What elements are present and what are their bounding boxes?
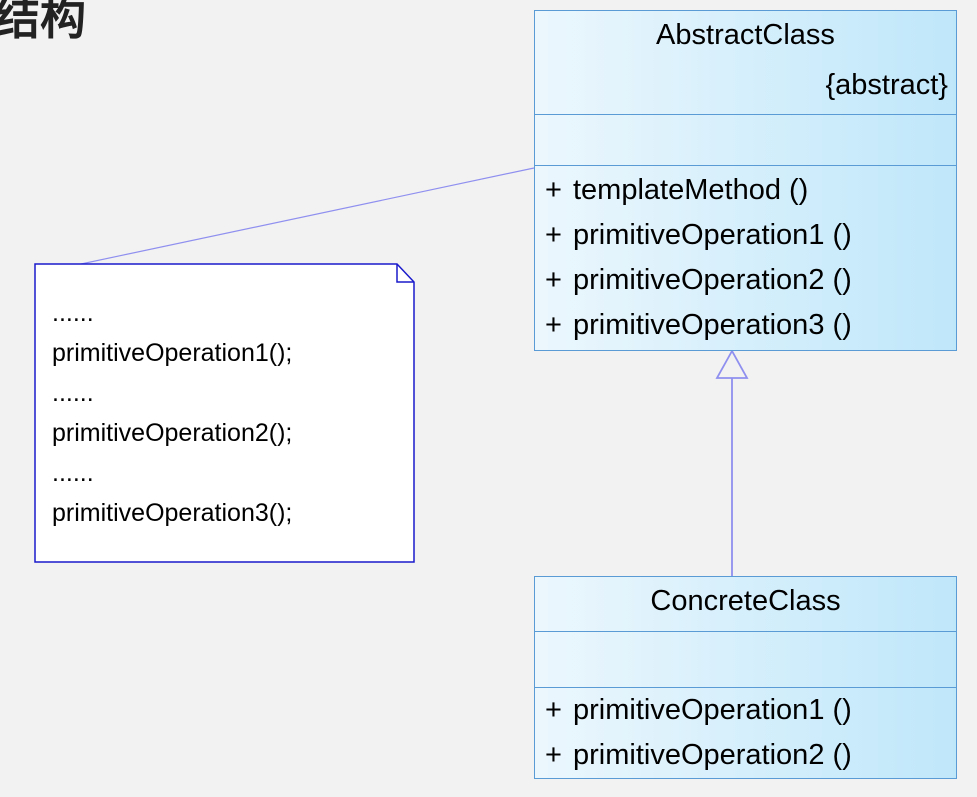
visibility-marker: + [545, 174, 562, 206]
note-line: ...... [52, 299, 94, 327]
note-anchor-line [47, 167, 535, 272]
abstract-class-name-compartment: AbstractClass {abstract} [535, 11, 956, 114]
operation-signature: primitiveOperation3 () [573, 309, 852, 341]
concrete-class-name: ConcreteClass [650, 585, 841, 617]
concrete-class-operations-compartment: + primitiveOperation1 () + primitiveOperat… [535, 687, 956, 778]
visibility-marker: + [545, 739, 562, 771]
abstract-class-name: AbstractClass [656, 19, 835, 51]
note-line: primitiveOperation2(); [52, 419, 293, 447]
visibility-marker: + [545, 694, 562, 726]
operation-row: + primitiveOperation3 () [535, 303, 956, 348]
visibility-marker: + [545, 264, 562, 296]
operation-signature: primitiveOperation2 () [573, 739, 852, 771]
operation-signature: primitiveOperation2 () [573, 264, 852, 296]
operation-signature: templateMethod () [573, 174, 809, 206]
diagram-heading: 结构 [0, 0, 86, 45]
concrete-class-attributes-compartment [535, 631, 956, 687]
concrete-class-box[interactable]: ConcreteClass + primitiveOperation1 () + p… [534, 576, 957, 779]
operation-row: + primitiveOperation1 () [535, 213, 956, 258]
abstract-class-box[interactable]: AbstractClass {abstract} + templateMethod… [534, 10, 957, 351]
abstract-class-operations-compartment: + templateMethod () + primitiveOperation1 … [535, 165, 956, 348]
abstract-class-attributes-compartment [535, 114, 956, 165]
note-line: primitiveOperation1(); [52, 339, 293, 367]
note-box: ...... primitiveOperation1(); ...... pri… [34, 263, 415, 563]
visibility-marker: + [545, 219, 562, 251]
operation-row: + primitiveOperation2 () [535, 733, 956, 778]
generalization-arrowhead [715, 349, 749, 379]
abstract-stereotype: {abstract} [825, 69, 948, 101]
visibility-marker: + [545, 309, 562, 341]
operation-row: + templateMethod () [535, 168, 956, 213]
concrete-class-name-compartment: ConcreteClass [535, 577, 956, 631]
operation-signature: primitiveOperation1 () [573, 219, 852, 251]
note-line: ...... [52, 379, 94, 407]
operation-row: + primitiveOperation2 () [535, 258, 956, 303]
operation-row: + primitiveOperation1 () [535, 688, 956, 733]
note-line: primitiveOperation3(); [52, 499, 293, 527]
note-line: ...... [52, 459, 94, 487]
note-text: ...... primitiveOperation1(); ...... pri… [52, 293, 292, 533]
operation-signature: primitiveOperation1 () [573, 694, 852, 726]
note-shape [34, 263, 415, 563]
